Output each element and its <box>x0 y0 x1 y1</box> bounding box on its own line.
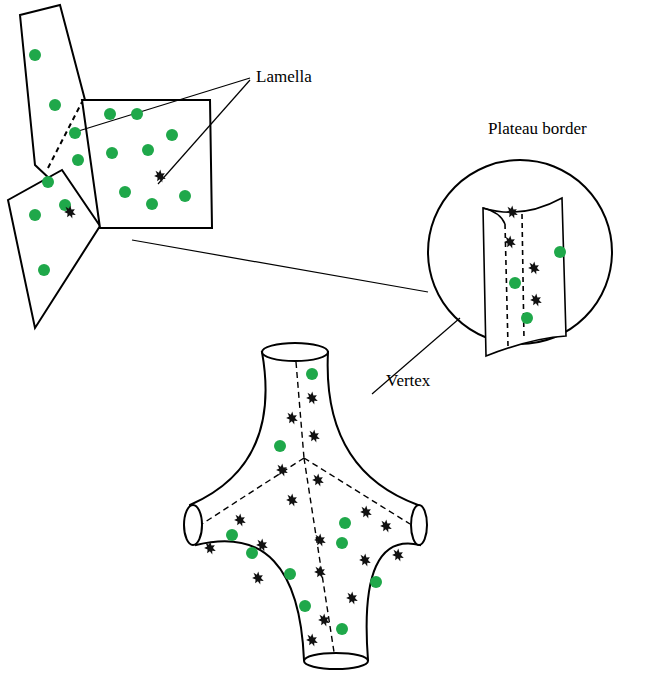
drawing-group <box>29 49 566 635</box>
green-particle <box>336 623 348 635</box>
green-particle <box>509 277 521 289</box>
leader-line <box>132 240 428 292</box>
black-particle <box>312 563 328 580</box>
green-particle <box>274 440 286 452</box>
green-particle <box>131 108 143 120</box>
tube-end <box>184 505 202 545</box>
green-particle <box>142 144 154 156</box>
black-particle <box>357 551 373 568</box>
green-particle <box>246 547 258 559</box>
black-particle <box>62 203 78 220</box>
black-particle <box>250 569 266 586</box>
black-particle <box>310 471 326 488</box>
part-label: Lamella <box>256 68 312 87</box>
black-particle <box>390 546 406 563</box>
black-particle <box>344 589 360 606</box>
tube-end <box>304 653 368 669</box>
black-particle <box>284 491 300 508</box>
black-particle <box>316 611 332 628</box>
green-particle <box>336 537 348 549</box>
tube-end <box>262 343 328 361</box>
black-particle <box>502 233 518 250</box>
green-particle <box>521 312 533 324</box>
black-particle <box>378 517 394 534</box>
green-particle <box>119 186 131 198</box>
tube-end <box>411 505 427 545</box>
leader-line <box>158 80 250 184</box>
green-particle <box>284 568 296 580</box>
black-particle <box>306 427 322 444</box>
black-particle <box>152 167 168 184</box>
green-particle <box>166 129 178 141</box>
vertex-edge <box>304 458 410 524</box>
black-particle <box>274 461 290 478</box>
green-particle <box>554 246 566 258</box>
drawing-group <box>483 198 566 356</box>
black-particle <box>232 511 248 528</box>
green-particle <box>146 198 158 210</box>
green-particle <box>69 127 81 139</box>
green-particle <box>29 209 41 221</box>
green-particle <box>306 368 318 380</box>
drawing-group <box>202 362 410 652</box>
green-particle <box>49 99 61 111</box>
black-particle <box>358 503 374 520</box>
green-particle <box>339 517 351 529</box>
drawing-group <box>72 78 460 394</box>
drawing-group <box>184 343 427 669</box>
green-particle <box>226 529 238 541</box>
green-particle <box>370 576 382 588</box>
drawing-group <box>8 5 212 328</box>
leader-line <box>72 78 250 133</box>
green-particle <box>104 108 116 120</box>
green-particle <box>42 176 54 188</box>
vertex-body <box>190 352 420 660</box>
black-particle <box>284 409 300 426</box>
vertex-edge <box>202 458 304 524</box>
green-particle <box>106 147 118 159</box>
plateau-edge <box>483 208 505 224</box>
black-particle <box>504 203 520 220</box>
drawing-group <box>62 167 544 648</box>
black-particle <box>304 631 320 648</box>
black-particle <box>202 539 218 556</box>
lamella-panel <box>8 170 100 328</box>
black-particle <box>312 531 328 548</box>
black-particle <box>528 291 544 308</box>
green-particle <box>179 190 191 202</box>
black-particle <box>526 259 542 276</box>
plateau-border-shape <box>483 198 566 356</box>
leader-line <box>372 318 460 394</box>
part-label: Vertex <box>386 372 430 391</box>
green-particle <box>38 264 50 276</box>
green-particle <box>299 600 311 612</box>
green-particle <box>72 154 84 166</box>
black-particle <box>254 536 270 553</box>
lamella-panel <box>82 100 212 228</box>
part-label: Plateau border <box>488 120 587 139</box>
vertex-edge <box>296 362 304 458</box>
green-particle <box>29 49 41 61</box>
black-particle <box>304 389 320 406</box>
vertex-edge <box>304 458 334 652</box>
